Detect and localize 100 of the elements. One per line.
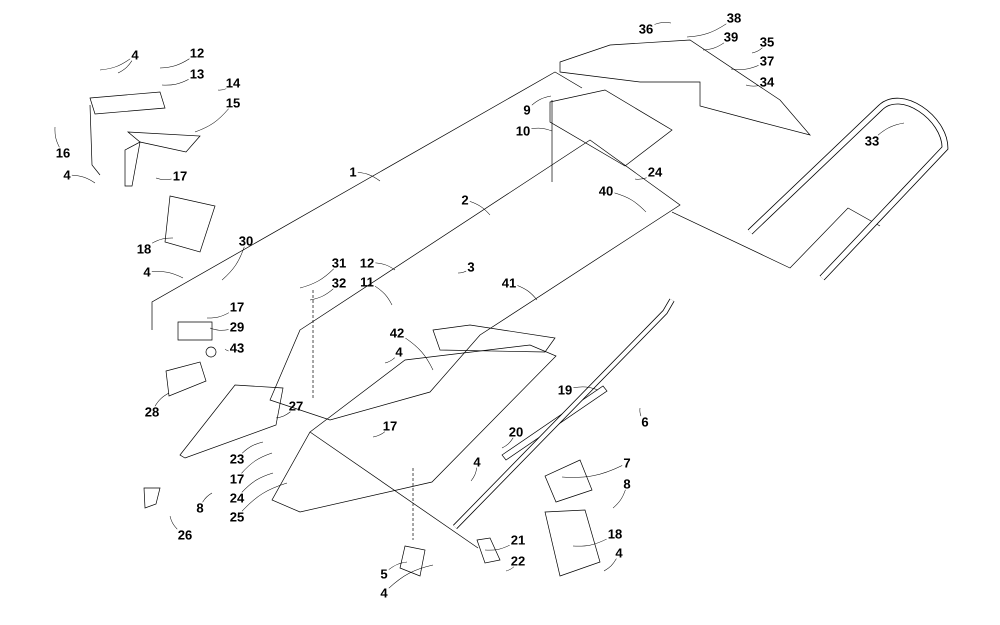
callout-number: 33 (865, 136, 879, 146)
callout-number: 3 (468, 262, 474, 272)
callout-number: 14 (226, 78, 240, 88)
leader-line (604, 558, 617, 572)
leader-line (531, 128, 552, 132)
leader-line (170, 516, 178, 530)
callout-number: 11 (360, 278, 374, 286)
leader-line (242, 472, 274, 493)
leader-line (517, 285, 538, 300)
leader-line (502, 438, 514, 448)
leader-line (388, 562, 408, 570)
callout-number: 26 (178, 530, 192, 540)
callout-number: 4 (380, 588, 388, 598)
leader-line (614, 192, 646, 212)
callout-number: 38 (727, 13, 741, 23)
callout-number: 32 (332, 278, 346, 288)
leader-line (242, 442, 264, 454)
callout-number: 8 (196, 503, 204, 513)
leader-line (384, 357, 395, 364)
callout-number: 43 (230, 343, 244, 353)
callout-number: 24 (648, 167, 662, 177)
callout-number: 20 (509, 427, 523, 437)
callout-number: 12 (360, 258, 374, 268)
callout-number: 23 (230, 454, 244, 464)
leader-line (506, 566, 514, 572)
leader-line (654, 22, 672, 25)
callout-number: 21 (511, 535, 525, 545)
leader-line (375, 262, 396, 270)
callout-number: 25 (230, 512, 244, 522)
callout-number: 12 (190, 48, 204, 58)
callout-number: 4 (474, 458, 481, 466)
leader-line (612, 490, 626, 508)
leader-line (100, 58, 130, 70)
leader-line (210, 328, 229, 331)
leader-line (573, 386, 598, 390)
leader-line (458, 270, 466, 274)
callout-number: 19 (558, 385, 572, 395)
callout-number: 17 (384, 422, 397, 430)
leader-line (222, 246, 245, 280)
leader-line (634, 178, 647, 180)
callout-number: 39 (724, 32, 738, 42)
leader-line (752, 48, 763, 54)
leader-line (194, 108, 229, 132)
callout-number: 4 (64, 170, 71, 180)
leader-line (206, 312, 230, 318)
callout-number: 13 (190, 69, 204, 79)
leader-line (118, 60, 132, 74)
leader-line (470, 201, 490, 216)
callout-number: 37 (760, 56, 774, 66)
leader-line (152, 271, 184, 278)
callout-number: 28 (145, 407, 159, 417)
callout-number: 36 (639, 24, 653, 34)
callout-number: 4 (144, 268, 151, 276)
callout-number: 15 (226, 98, 240, 108)
callout-number: 31 (332, 258, 346, 268)
callout-number: 30 (239, 236, 253, 246)
leader-line (242, 482, 288, 512)
callout-number: 5 (380, 569, 388, 579)
leader-line (746, 84, 759, 87)
callout-number: 35 (760, 37, 774, 47)
leader-line (640, 408, 642, 416)
callout-number: 10 (516, 126, 530, 136)
leader-line (532, 96, 552, 106)
leader-line (54, 126, 60, 148)
leader-line (372, 431, 386, 438)
leader-line (218, 88, 226, 90)
leader-line (276, 412, 291, 418)
leader-line (562, 465, 622, 478)
callout-number: 6 (642, 417, 648, 427)
callout-number: 7 (624, 458, 630, 468)
leader-line (300, 268, 334, 288)
callout-number: 40 (598, 186, 613, 196)
callout-number: 4 (616, 548, 623, 558)
leader-line (72, 174, 96, 184)
leader-line (160, 58, 190, 68)
leader-line (702, 42, 724, 50)
callout-number: 41 (502, 278, 516, 288)
leader-line (572, 538, 607, 546)
callout-number: 42 (390, 328, 404, 338)
leader-line (388, 564, 434, 588)
leader-line (156, 178, 172, 180)
leader-line (152, 238, 174, 244)
callout-number: 22 (511, 556, 525, 566)
callout-number: 18 (138, 244, 151, 254)
callout-number: 4 (132, 50, 139, 60)
callout-number: 17 (230, 302, 244, 312)
leader-line (241, 452, 272, 474)
callout-number: 18 (608, 529, 622, 539)
leader-line (405, 338, 434, 370)
leader-line (686, 24, 727, 38)
leader-line (484, 545, 510, 550)
callout-number: 24 (230, 493, 244, 503)
leader-line (202, 492, 212, 502)
callout-number: 27 (289, 401, 303, 411)
callout-number: 17 (230, 474, 244, 484)
leader-line (878, 122, 904, 136)
callout-number: 34 (760, 77, 774, 87)
callout-number: 17 (174, 172, 187, 180)
callout-number: 2 (462, 195, 468, 205)
callout-number: 4 (396, 348, 403, 356)
